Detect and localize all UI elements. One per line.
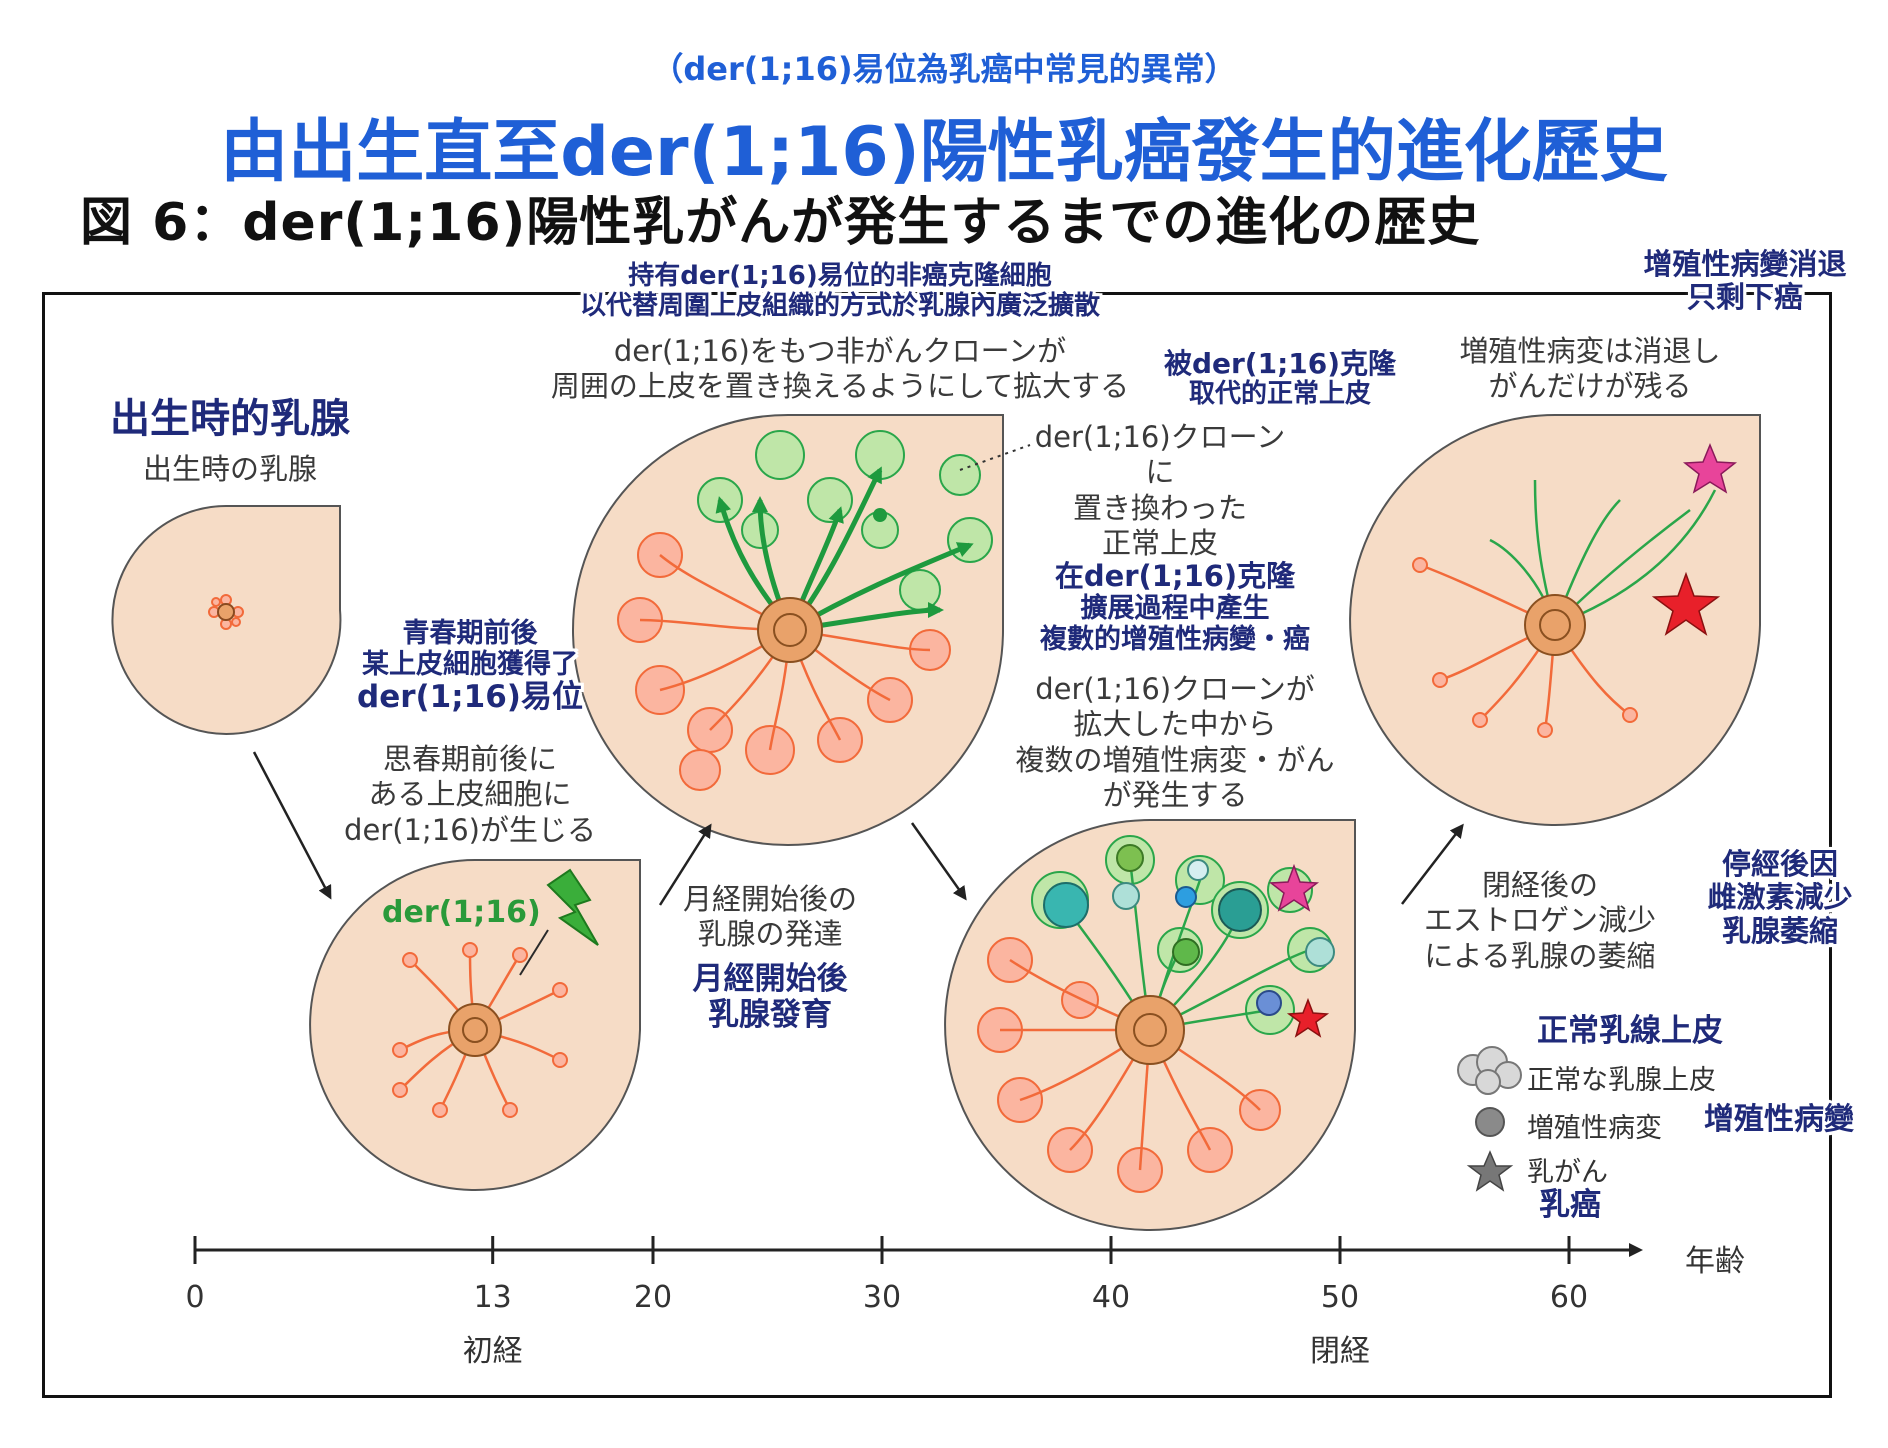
breast-birth [111,505,342,735]
label-menopause-jp: 閉経後の エストロゲン減少 による乳腺の萎縮 [1423,868,1656,973]
legend-shapes [1457,1046,1522,1192]
page-title: 由出生直至der(1;16)陽性乳癌發生的進化歷史 [220,113,1668,192]
star-pink [1682,443,1738,494]
legend-lesion-zh: 增殖性病變 [1704,1102,1854,1137]
timeline-tick-label: 40 [1091,1280,1131,1315]
legend-circle-icon [1475,1107,1505,1137]
label-final-jp: 増殖性病変は消退し がんだけが残る [1459,334,1721,404]
timeline-tick-label: 0 [185,1280,205,1315]
der-marker-label: der(1;16) [382,895,541,930]
figure-frame [42,292,1832,1398]
timeline-tick-label: 60 [1549,1280,1589,1315]
label-birth-zh: 出生時的乳腺 [110,396,350,442]
label-clone-jp: der(1;16)をもつ非がんクローンが 周囲の上皮を置き換えるようにして拡大す… [550,334,1130,404]
legend-cancer-zh: 乳癌 [1539,1187,1601,1223]
label-birth-jp: 出生時の乳腺 [142,452,317,486]
label-clone-zh: 持有der(1;16)易位的非癌克隆細胞 以代替周圍上皮組織的方式於乳腺內廣泛擴… [579,261,1100,321]
stage-arrows [252,751,1464,906]
label-puberty-jp: 思春期前後に ある上皮細胞に der(1;16)が生じる [344,742,596,847]
label-replaced-jp: der(1;16)クローンに 置き換わった 正常上皮 [1034,420,1286,561]
timeline-event-label: 初経 [462,1334,523,1369]
label-puberty-zh: 青春期前後 某上皮細胞獲得了 der(1;16)易位 [357,618,583,716]
timeline-tick-label: 30 [862,1280,902,1315]
legend-normal-zh: 正常乳線上皮 [1537,1013,1723,1049]
label-final-zh: 增殖性病變消退 只剩下癌 [1643,247,1847,315]
axis-label: 年齢 [1685,1244,1745,1279]
legend-lesion-jp: 増殖性病変 [1527,1113,1662,1144]
timeline-tick-label: 20 [633,1280,673,1315]
figure-title: 図 6：der(1;16)陽性乳がんが発生するまでの進化の歴史 [80,193,1481,253]
label-replaced-zh: 被der(1;16)克隆 取代的正常上皮 [1163,347,1397,410]
label-lesions-jp: der(1;16)クローンが 拡大した中から 複数の増殖性病変・がん が発生する [1015,672,1335,813]
timeline-event-label: 閉経 [1310,1334,1370,1369]
legend-normal-jp: 正常な乳腺上皮 [1527,1065,1716,1096]
timeline-tick-label: 50 [1320,1280,1360,1315]
label-menarche-zh: 月經開始後 乳腺發育 [692,961,848,1033]
breast-lesions [944,819,1356,1231]
breast-clone-expansion [572,414,1031,846]
label-menarche-jp: 月経開始後の 乳腺の発達 [682,882,857,952]
timeline-axis [193,1236,1643,1264]
subtitle: （der(1;16)易位為乳癌中常見的異常） [651,50,1237,88]
breast-puberty [309,859,641,1191]
legend-star-icon [1466,1150,1514,1192]
lightning-icon [546,868,599,946]
timeline-tick-label: 13 [473,1280,512,1315]
label-lesions-zh: 在der(1;16)克隆 擴展過程中產生 複數的增殖性病變・癌 [1040,559,1310,656]
legend-cancer-jp: 乳がん [1527,1157,1608,1188]
label-menopause-zh: 停經後因 雌激素減少 乳腺萎縮 [1707,847,1853,948]
breast-final [1349,414,1761,826]
star-pink [1268,863,1320,912]
star-red [1651,571,1721,636]
star-red [1286,997,1330,1038]
